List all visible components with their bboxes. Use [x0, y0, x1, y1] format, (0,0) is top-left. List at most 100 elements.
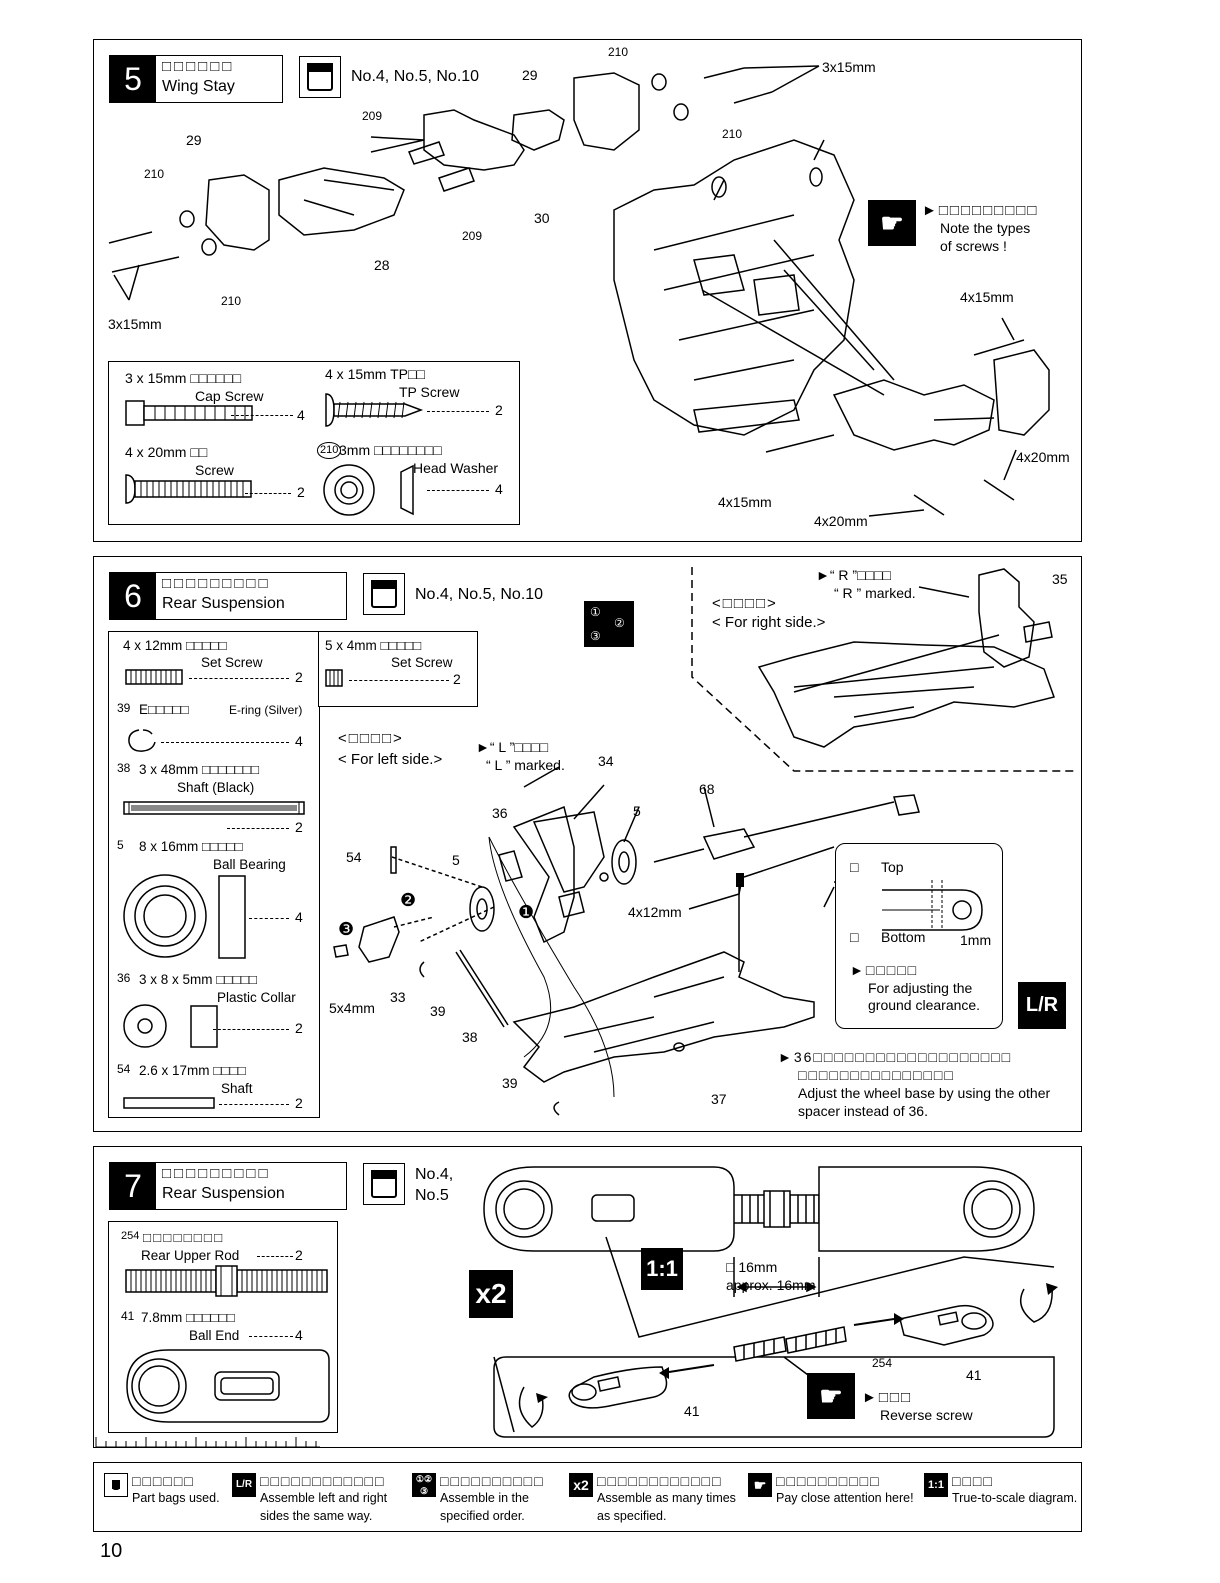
set-screw-1-qty: 2 — [295, 669, 303, 685]
part-34: 34 — [598, 753, 614, 769]
attention-icon: ☛ — [748, 1473, 772, 1497]
e-ring-qty: 4 — [295, 733, 303, 749]
legend-lr-en-1: Assemble left and right — [260, 1491, 388, 1505]
set-screw-1-dim: 4 x 12mm □□□□□ — [123, 638, 227, 653]
r-mark-en: “ R ” marked. — [834, 585, 916, 601]
part-210b: 210 — [722, 127, 743, 141]
part-210a: 210 — [608, 45, 629, 59]
lead-line — [427, 490, 489, 491]
left-side-en: < For left side.> — [338, 751, 443, 768]
arm-end-detail — [882, 880, 983, 931]
order-1: ① — [590, 605, 601, 619]
dim-4x20-a: 4x20mm — [1016, 449, 1070, 465]
order-2: ② — [614, 616, 625, 630]
part-41a: 41 — [966, 1367, 982, 1383]
length-jp: □ 16mm — [726, 1259, 778, 1275]
head-washer-dim: 3mm □□□□□□□□ — [339, 442, 442, 458]
step7-bags-2: No.5 — [415, 1187, 449, 1204]
part-41b: 41 — [684, 1403, 700, 1419]
ball-end-num: 41 — [121, 1309, 135, 1323]
legend-order-en-1: Assemble in the — [440, 1491, 529, 1505]
step5-bags: No.4, No.5, No.10 — [351, 68, 480, 85]
step-title-en: Rear Suspension — [162, 595, 285, 612]
legend-scale-en: True-to-scale diagram. — [952, 1491, 1078, 1505]
dim-5x4: 5x4mm — [329, 1000, 375, 1016]
page-number: 10 — [100, 1540, 123, 1562]
lead-line — [249, 918, 289, 919]
tp-screw-qty: 2 — [495, 402, 503, 418]
ground-clearance-detail: □ Top □ Bottom 1mm ►□□□□□ For adjusting … — [835, 843, 1003, 1029]
set-screw-2-name: Set Screw — [391, 655, 453, 670]
dim-3x15-left: 3x15mm — [108, 316, 162, 332]
legend-bar: □□□□□□ Part bags used. L/R □□□□□□□□□□□□ … — [93, 1462, 1082, 1532]
tp-screw-name: TP Screw — [399, 384, 460, 400]
shaft-image — [123, 801, 305, 815]
note-jp: ►□□□□□□□□□ — [922, 202, 1039, 219]
e-ring-num: 39 — [117, 701, 131, 715]
dim-4x12: 4x12mm — [628, 904, 682, 920]
ball-end-dim: 7.8mm □□□□□□ — [141, 1310, 235, 1325]
lead-line — [227, 828, 289, 829]
scale-icon: 1:1 — [924, 1473, 948, 1497]
part-33: 33 — [390, 989, 406, 1005]
ball-end-name: Ball End — [189, 1328, 240, 1343]
wheelbase-jp-1: ►36□□□□□□□□□□□□□□□□□□□ — [778, 1049, 1013, 1065]
scale-ruler — [95, 1437, 320, 1448]
cap-screw-image — [125, 400, 253, 426]
pin-qty: 2 — [295, 1095, 303, 1111]
step-title-jp: □□□□□□□□□ — [162, 1165, 271, 1182]
bearing-qty: 4 — [295, 909, 303, 925]
step-title-en: Rear Suspension — [162, 1185, 285, 1202]
top-jp: □ — [850, 859, 859, 875]
head-washer-num: 210 — [317, 442, 342, 459]
legend-order-en-2: specified order. — [440, 1509, 525, 1523]
gap-label: 1mm — [960, 932, 992, 948]
reverse-en: Reverse screw — [880, 1407, 973, 1423]
bearing-num: 5 — [117, 838, 124, 852]
cap-screw-name: Cap Screw — [195, 388, 264, 404]
note-en-1: Note the types — [940, 220, 1031, 236]
e-ring-dim: E□□□□□ — [139, 702, 189, 717]
bearing-name: Ball Bearing — [213, 857, 286, 872]
tp-screw-image — [325, 393, 424, 427]
rear-suspension-drawing — [333, 567, 1074, 1116]
head-washer-qty: 4 — [495, 481, 503, 497]
step-number: 6 — [110, 573, 156, 619]
upper-rod-image — [125, 1265, 328, 1297]
left-right-icon: L/R — [1018, 982, 1066, 1029]
step6-section: 6 □□□□□□□□□ Rear Suspension No.4, No.5, … — [93, 556, 1082, 1132]
lead-line — [249, 1336, 293, 1337]
screw-name: Screw — [195, 462, 234, 478]
part-39a: 39 — [430, 1003, 446, 1019]
right-side-jp: <□□□□> — [712, 595, 778, 612]
step7-parts-box: 254 □□□□□□□□ Rear Upper Rod 2 41 7.8mm □… — [108, 1221, 338, 1433]
scale-icon: 1:1 — [641, 1248, 683, 1290]
step5-parts-box: 3 x 15mm □□□□□□ Cap Screw 4 4 x 20mm □□ … — [108, 361, 520, 525]
part-37: 37 — [711, 1091, 727, 1107]
lead-line — [245, 493, 291, 494]
lead-line — [349, 680, 449, 681]
part-5a: 5 — [633, 803, 641, 819]
part-210d: 210 — [221, 294, 242, 308]
step-mark-3: ❸ — [338, 919, 355, 939]
head-washer-image — [323, 464, 414, 516]
attention-icon: ☛ — [868, 200, 916, 246]
collar-num: 36 — [117, 971, 131, 985]
pin-dim: 2.6 x 17mm □□□□ — [139, 1063, 246, 1078]
step6-parts-box-2: 5 x 4mm □□□□□ Set Screw 2 — [318, 631, 478, 707]
pin-name: Shaft — [221, 1081, 253, 1096]
part-35: 35 — [1052, 571, 1068, 587]
tp-screw-dim: 4 x 15mm TP□□ — [325, 366, 425, 382]
part-29a: 29 — [522, 67, 538, 83]
e-ring-name: E-ring (Silver) — [229, 703, 303, 717]
left-right-icon: L/R — [232, 1473, 256, 1497]
legend-bags-en: Part bags used. — [132, 1491, 220, 1505]
screw-image — [125, 474, 252, 504]
rod-dim: □□□□□□□□ — [143, 1230, 225, 1245]
screw-qty: 2 — [297, 484, 305, 500]
ball-bearing-image — [123, 874, 246, 959]
head-washer-name: Head Washer — [413, 460, 499, 476]
set-screw-1-image — [125, 669, 183, 685]
times-two-icon: x2 — [469, 1270, 513, 1318]
part-29b: 29 — [186, 132, 202, 148]
